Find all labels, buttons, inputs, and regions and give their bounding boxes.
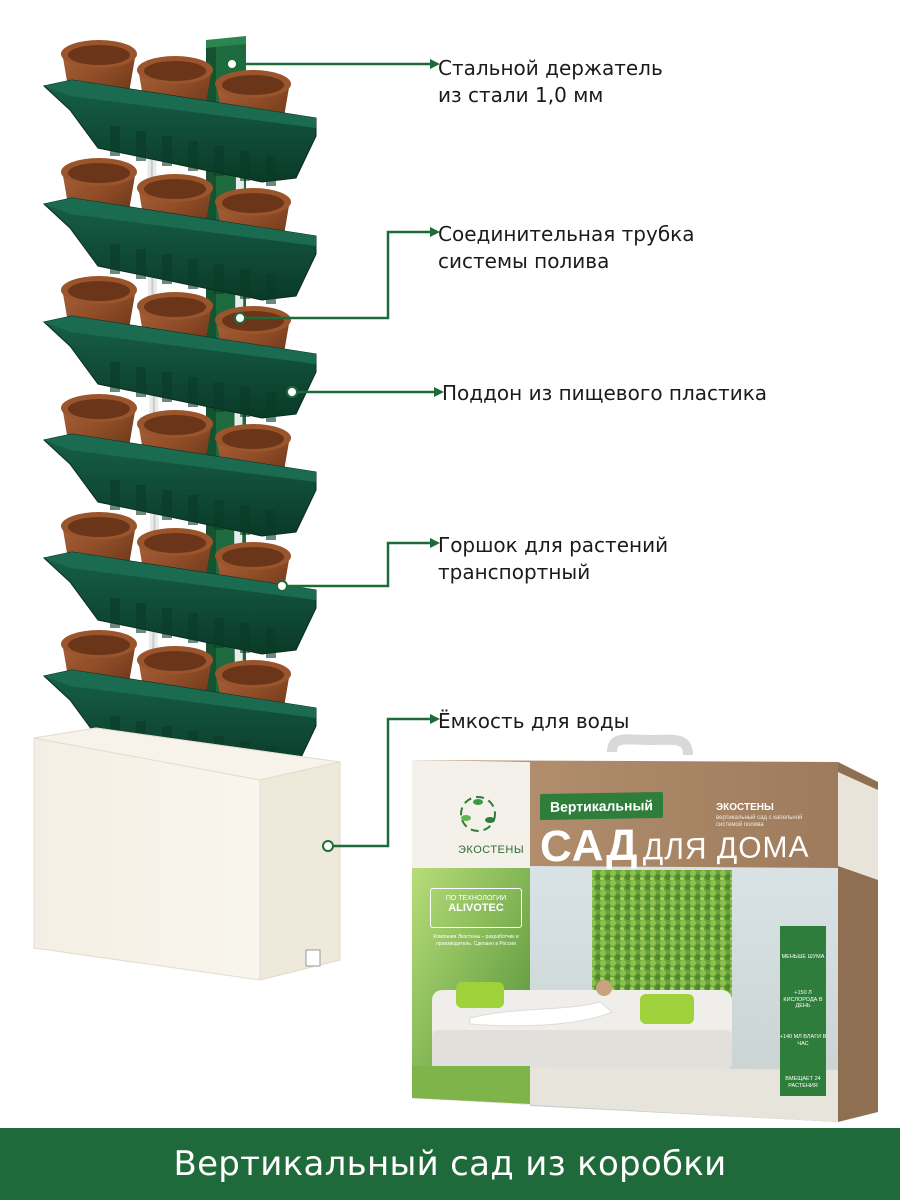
callout-leaders <box>232 62 436 848</box>
tray-tier <box>42 158 317 304</box>
tray-lip <box>44 316 316 364</box>
callout-line: из стали 1,0 мм <box>438 83 604 107</box>
box-company: Компания Экостены – разработчик и произв… <box>433 934 519 947</box>
tray-rib <box>188 259 198 289</box>
callout-tray: Поддон из пищевого пластика <box>442 380 767 407</box>
box-brand-sub: вертикальный сад с капельной системой по… <box>716 815 803 828</box>
tray-rib <box>110 362 120 392</box>
box-logo-icon <box>460 796 496 832</box>
tray-rib <box>162 136 172 166</box>
product-box <box>412 734 878 1122</box>
box-title-big: САД <box>540 820 639 872</box>
tray-rib <box>240 505 250 535</box>
tray-rib <box>136 367 146 397</box>
water-tank <box>33 727 341 981</box>
tray-rib <box>136 603 146 633</box>
tray-rib <box>162 254 172 284</box>
tray-rib <box>110 126 120 156</box>
box-logo-text: ЭКОСТЕНЫ <box>458 844 525 856</box>
callout-steel-holder: Стальной держатель из стали 1,0 мм <box>438 55 663 109</box>
callout-line: Ёмкость для воды <box>438 709 630 733</box>
callout-line: Стальной держатель <box>438 56 663 80</box>
callout-pot: Горшок для растений транспортный <box>438 532 668 586</box>
box-brand: ЭКОСТЕНЫ <box>716 802 774 813</box>
box-feature: ВМЕЩАЕТ 24 РАСТЕНИЯ <box>785 1076 821 1089</box>
tray-tier <box>42 276 317 422</box>
box-handle <box>607 734 693 756</box>
tray-rib <box>240 623 250 653</box>
tray-stack <box>42 40 317 776</box>
callout-line: Соединительная трубка <box>438 222 695 246</box>
tray-rib <box>240 151 250 181</box>
tray-rib <box>266 156 276 186</box>
callout-line: Поддон из пищевого пластика <box>442 381 768 405</box>
callout-line: системы полива <box>438 249 610 273</box>
tray-rib <box>188 141 198 171</box>
tray-rib <box>214 618 224 648</box>
box-tech-badge: ПО ТЕХНОЛОГИИ ALIVOTEC <box>430 888 522 928</box>
box-feature: +140 МЛ ВЛАГИ В ЧАС <box>779 1034 827 1047</box>
tray-lip <box>44 80 316 128</box>
tray-rib <box>214 382 224 412</box>
tray-lip <box>44 552 316 600</box>
tray-rib <box>162 372 172 402</box>
tray-rib <box>240 387 250 417</box>
box-badge: Вертикальный <box>540 791 664 821</box>
box-moss-wall <box>592 870 732 1000</box>
tray-rib <box>266 628 276 658</box>
tray-rib <box>162 490 172 520</box>
tray-tier <box>42 394 317 540</box>
tray-rib <box>110 244 120 274</box>
tray-rib <box>110 598 120 628</box>
callout-arrowheads <box>430 59 444 724</box>
box-tech-line2: ALIVOTEC <box>448 902 504 914</box>
tray-tier <box>42 630 317 776</box>
tray-rib <box>162 608 172 638</box>
callout-anchor-dots <box>226 58 334 852</box>
footer-title: Вертикальный сад из коробки <box>173 1144 727 1184</box>
tray-rib <box>266 274 276 304</box>
tray-lip <box>44 434 316 482</box>
box-tech-line1: ПО ТЕХНОЛОГИИ <box>445 895 507 902</box>
tray-rib <box>266 392 276 422</box>
tray-rib <box>136 249 146 279</box>
tray-rib <box>188 495 198 525</box>
tray-rib <box>214 500 224 530</box>
callout-water-tank: Ёмкость для воды <box>438 708 629 735</box>
tray-rib <box>240 269 250 299</box>
tray-rib <box>266 510 276 540</box>
box-feature-bar <box>780 926 826 1096</box>
callout-line: Горшок для растений <box>438 533 669 557</box>
box-title-small: ДЛЯ ДОМА <box>642 830 810 867</box>
box-feature: +150 Л КИСЛОРОДА В ДЕНЬ <box>783 990 823 1009</box>
tray-tier <box>42 40 317 186</box>
tray-rib <box>110 480 120 510</box>
tray-lip <box>44 670 316 718</box>
callout-line: транспортный <box>438 560 591 584</box>
tray-rib <box>188 377 198 407</box>
tray-rib <box>214 264 224 294</box>
tray-tier <box>42 512 317 658</box>
footer-banner: Вертикальный сад из коробки <box>0 1128 900 1200</box>
tray-rib <box>214 146 224 176</box>
box-feature: МЕНЬШЕ ШУМА <box>781 954 825 960</box>
tray-rib <box>188 613 198 643</box>
tray-rib <box>136 131 146 161</box>
tray-rib <box>136 485 146 515</box>
tray-lip <box>44 198 316 246</box>
callout-watering-tube: Соединительная трубка системы полива <box>438 221 695 275</box>
vertical-garden-illustration <box>33 36 878 1122</box>
